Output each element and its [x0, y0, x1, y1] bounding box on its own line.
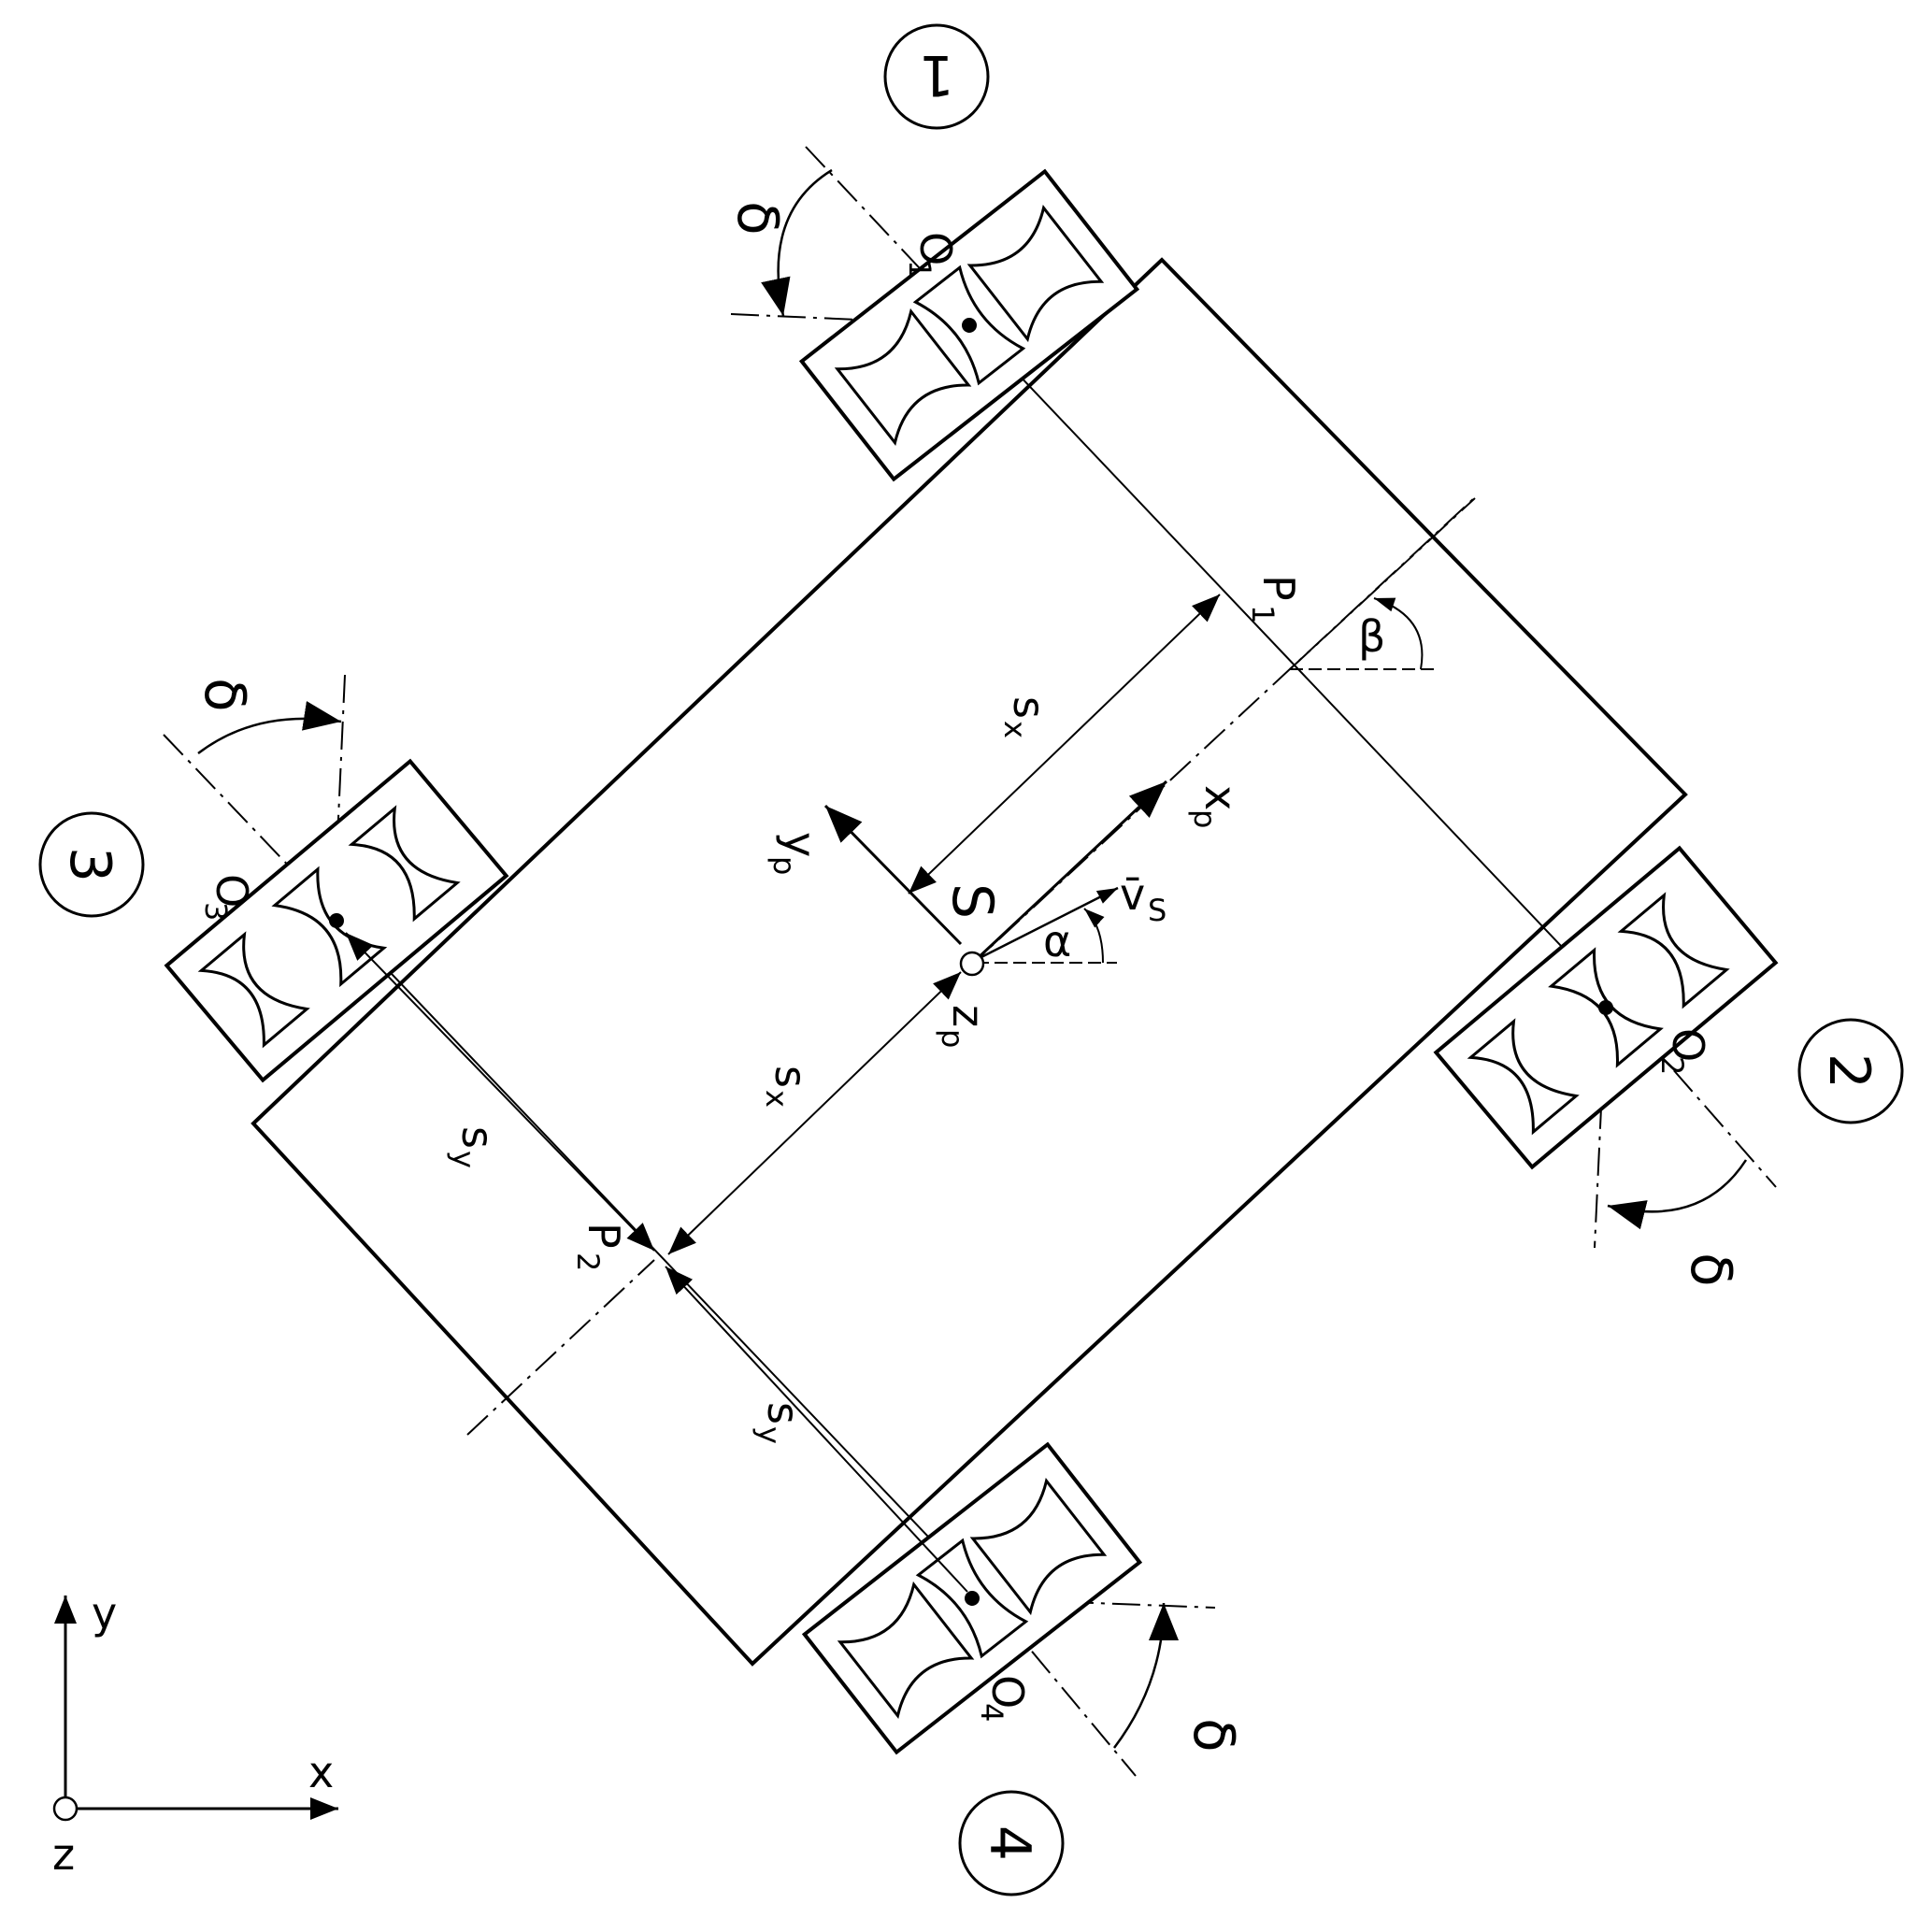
zp-label: z p: [935, 1005, 994, 1048]
global-z-label: z: [52, 1829, 75, 1880]
wheel-number-2: 2: [1797, 1018, 1904, 1124]
wheel-4: [801, 1441, 1143, 1755]
svg-text:x: x: [1195, 785, 1246, 810]
svg-text:z: z: [943, 1005, 994, 1027]
wheel-2-axis: [1611, 999, 1777, 1188]
svg-text:O: O: [1663, 1028, 1713, 1062]
delta-arc-4: [1113, 1602, 1179, 1749]
delta-label-4: δ: [1181, 1718, 1246, 1753]
hub-label-o1: O 1: [902, 232, 961, 279]
platform-body: [250, 257, 1688, 1667]
hub-label-o2: O 2: [1654, 1028, 1713, 1075]
alpha-arc: [1083, 908, 1105, 964]
global-x-label: x: [308, 1747, 334, 1797]
wheel-2: [1433, 845, 1779, 1170]
delta-arc-2: [1607, 1159, 1748, 1230]
wheel-2-roller-axis: [1594, 1007, 1607, 1249]
svg-text:4: 4: [974, 1703, 1009, 1722]
velocity-vector: [975, 886, 1119, 962]
point-p2-label: P 2: [570, 1223, 629, 1271]
sx-upper-label: s x: [997, 696, 1054, 738]
svg-text:O: O: [207, 874, 257, 908]
svg-text:O: O: [910, 232, 961, 265]
svg-text:v̄: v̄: [1120, 869, 1145, 920]
svg-text:S: S: [1148, 893, 1167, 928]
sy-lower-dimension: [665, 1266, 968, 1593]
sx-lower-label: s x: [759, 1066, 816, 1108]
sy-lower-label: s y: [751, 1402, 809, 1444]
sy-upper-dimension: [345, 932, 655, 1252]
velocity-label: v̄ S: [1120, 869, 1167, 928]
svg-text:y: y: [446, 1151, 481, 1168]
center-label: S: [939, 883, 1005, 919]
beta-label: β: [1358, 611, 1385, 662]
svg-text:O: O: [982, 1675, 1033, 1709]
wheel-number-4: 4: [958, 1790, 1065, 1896]
svg-text:s: s: [452, 1126, 503, 1149]
wheel-number-2-label: 2: [1816, 1053, 1882, 1089]
svg-text:x: x: [997, 721, 1033, 738]
svg-text:s: s: [758, 1402, 809, 1424]
wheel-4-axis: [971, 1579, 1137, 1777]
svg-text:p: p: [766, 856, 802, 875]
svg-text:p: p: [1187, 809, 1223, 828]
svg-text:x: x: [759, 1090, 794, 1108]
wheel-1: [798, 168, 1140, 482]
svg-text:1: 1: [902, 260, 938, 279]
svg-text:2: 2: [1654, 1056, 1690, 1075]
wheel-number-3: 3: [38, 811, 145, 918]
sx-lower-dimension: [667, 971, 962, 1255]
svg-text:P: P: [1253, 575, 1304, 601]
svg-text:3: 3: [198, 902, 234, 921]
wheel-axis-line-1-2: [997, 352, 1616, 1004]
wheel-axis-line-3-4: [334, 913, 1006, 1618]
wheel-number-1: 1: [883, 23, 990, 130]
xp-axis-arrow: [974, 780, 1168, 962]
beta-arc: [1373, 597, 1424, 670]
svg-text:y: y: [775, 832, 825, 857]
delta-arc-3: [197, 701, 342, 754]
global-y-label: y: [92, 1588, 117, 1639]
yp-axis-arrow: [823, 804, 963, 946]
delta-label-1: δ: [724, 201, 790, 236]
hub-label-o3: O 3: [198, 874, 257, 921]
svg-text:p: p: [935, 1029, 970, 1048]
hub-label-o4: O 4: [974, 1675, 1033, 1722]
svg-text:1: 1: [1245, 605, 1281, 623]
delta-label-3: δ: [192, 678, 257, 712]
wheel-number-3-label: 3: [57, 847, 122, 882]
svg-text:2: 2: [570, 1252, 606, 1271]
xp-label: x p: [1187, 785, 1246, 828]
sx-upper-dimension: [908, 594, 1221, 894]
svg-text:y: y: [751, 1426, 787, 1444]
wheel-number-1-label: 1: [919, 42, 954, 107]
centerline-p1-ext: [1289, 497, 1476, 670]
point-p1-label: P 1: [1245, 575, 1304, 623]
delta-label-2: δ: [1678, 1252, 1743, 1287]
global-z-axis: [52, 1796, 79, 1822]
svg-text:P: P: [579, 1223, 629, 1249]
centerline-p2-ext: [466, 1259, 655, 1436]
sy-upper-label: s y: [446, 1126, 503, 1168]
delta-arc-1: [761, 168, 833, 317]
alpha-label: α: [1043, 916, 1071, 966]
svg-text:s: s: [766, 1066, 816, 1088]
svg-text:s: s: [1004, 696, 1054, 719]
center-point-s: [959, 951, 985, 977]
wheel-number-4-label: 4: [977, 1825, 1042, 1861]
yp-label: y p: [766, 832, 825, 875]
